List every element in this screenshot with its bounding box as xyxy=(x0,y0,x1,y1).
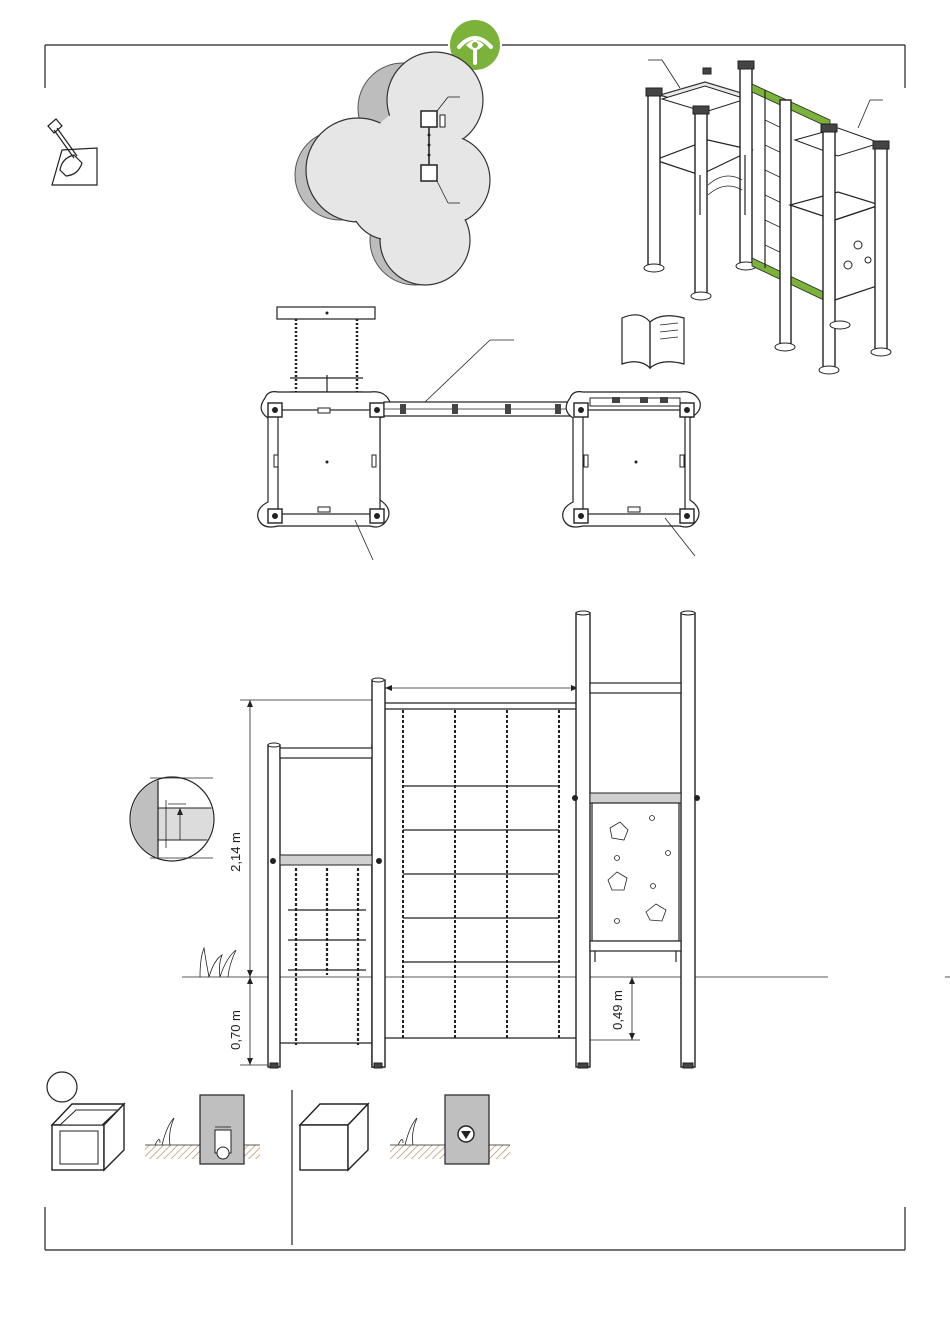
platform-detail-callout xyxy=(130,776,218,862)
ground-anchor-icon xyxy=(390,1095,510,1164)
top-plan-view xyxy=(258,307,701,560)
ladder-bridge-3d xyxy=(752,84,830,351)
safety-area-plan xyxy=(295,52,490,285)
height-above-ground-label: 2,14 m xyxy=(228,832,243,872)
foundation-option-hollow xyxy=(47,1072,260,1170)
open-manual-icon xyxy=(622,315,684,368)
ground-anchor-icon xyxy=(145,1095,260,1164)
left-tower-elevation xyxy=(268,678,385,1068)
shovel-icon xyxy=(48,119,97,185)
grass-icon xyxy=(200,948,236,977)
right-tower-3d xyxy=(790,124,891,374)
climbing-wall-panel xyxy=(592,803,679,941)
solid-post-icon xyxy=(300,1104,368,1170)
plan-platform-left xyxy=(258,392,391,527)
foundation-option-solid xyxy=(300,1095,510,1170)
front-elevation: 2,14 m 0,70 m 0,49 m xyxy=(182,611,950,1068)
isometric-view xyxy=(644,60,891,374)
plan-bridge xyxy=(384,340,574,416)
plan-platform-right xyxy=(563,392,701,527)
net-climber-elevation xyxy=(385,703,578,1040)
right-tower-elevation xyxy=(572,611,700,1068)
left-tower-3d xyxy=(644,61,756,300)
hollow-post-icon xyxy=(52,1104,124,1170)
climbing-wall-depth-label: 0,49 m xyxy=(610,990,625,1030)
foundation-depth-label: 0,70 m xyxy=(228,1010,243,1050)
page-frame xyxy=(45,45,905,1250)
